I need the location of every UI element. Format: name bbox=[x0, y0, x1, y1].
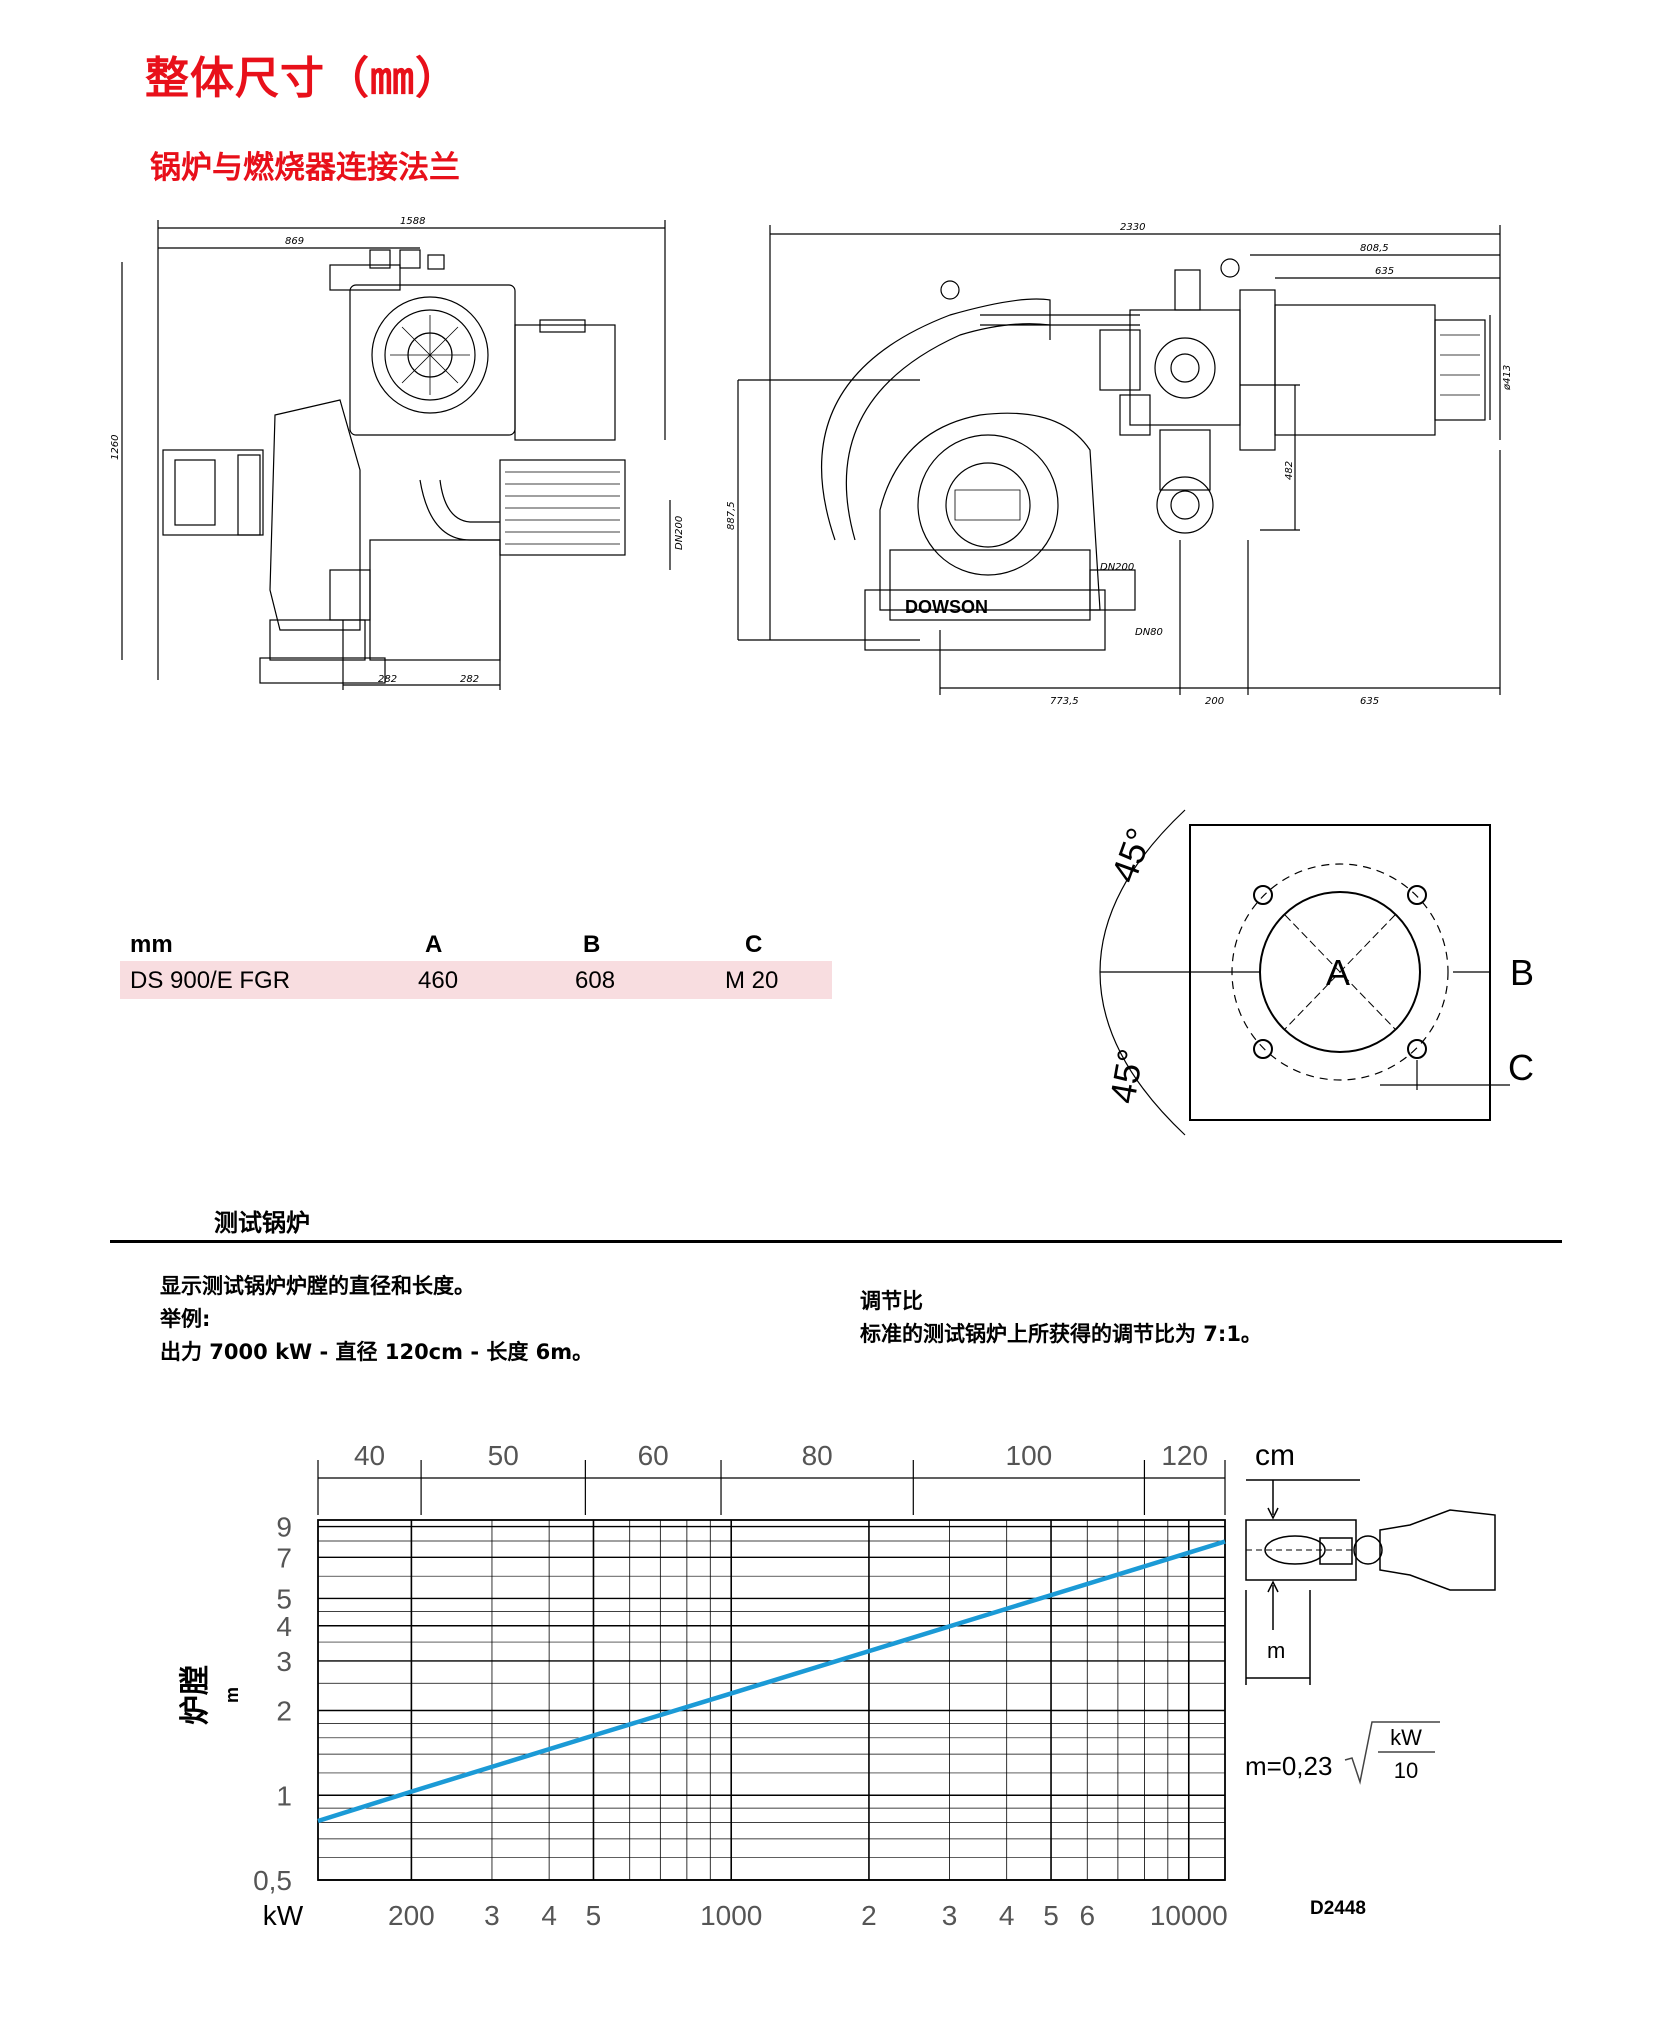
dim-bottom-a: 773,5 bbox=[1050, 696, 1079, 707]
x-tick-label: 2 bbox=[861, 1900, 877, 1931]
table-row: DS 900/E FGR 460 608 M 20 bbox=[120, 961, 832, 999]
table-header: mm bbox=[130, 931, 173, 958]
front-view-drawing: 2330 808,5 635 887,5 482 ø413 DN200 DN80… bbox=[726, 222, 1513, 707]
table-header: B bbox=[583, 931, 601, 958]
sketch-unit-m: m bbox=[1267, 1638, 1285, 1663]
x-tick-label: 6 bbox=[1079, 1900, 1095, 1931]
x-tick-label: 4 bbox=[541, 1900, 557, 1931]
section-title: 测试锅炉 bbox=[214, 1209, 310, 1237]
top-axis-label: 100 bbox=[1006, 1440, 1053, 1471]
regulation-title: 调节比 bbox=[860, 1289, 923, 1313]
description-line: 显示测试锅炉炉膛的直径和长度。 bbox=[160, 1274, 475, 1298]
side-view-drawing: 1588 869 1260 282 282 DN200 bbox=[110, 216, 685, 690]
dim-pipe: DN200 bbox=[674, 516, 685, 550]
table-header-row: mm A B C bbox=[120, 925, 832, 961]
y-tick-label: 7 bbox=[276, 1542, 292, 1573]
dim-pipe-gas: DN200 bbox=[1100, 562, 1134, 573]
dim-right-length: 808,5 bbox=[1360, 243, 1389, 254]
chart-series bbox=[317, 1539, 1226, 1824]
table-cell-b: 608 bbox=[575, 967, 616, 994]
chart-x-unit: kW bbox=[263, 1900, 304, 1931]
example-text: 出力 7000 kW - 直径 120cm - 长度 6m。 bbox=[160, 1340, 594, 1364]
dim-half-width: 869 bbox=[285, 236, 304, 247]
dim-offset-right: 282 bbox=[460, 674, 479, 685]
y-tick-label: 3 bbox=[276, 1646, 292, 1677]
description-block: 显示测试锅炉炉膛的直径和长度。 举例: 出力 7000 kW - 直径 120c… bbox=[160, 1270, 593, 1369]
table-header: C bbox=[745, 931, 763, 958]
dim-total-width: 1588 bbox=[400, 216, 425, 227]
chart-y-unit: m bbox=[222, 1687, 242, 1703]
dim-right-inner: 635 bbox=[1375, 266, 1394, 277]
chart-y-label: 炉膛 bbox=[179, 1665, 212, 1725]
spec-table: mm A B C DS 900/E FGR 460 608 M 20 bbox=[120, 925, 832, 999]
x-tick-label: 200 bbox=[388, 1900, 435, 1931]
table-header: A bbox=[425, 931, 443, 958]
formula: m=0,23 bbox=[1245, 1751, 1332, 1781]
formula-numerator: kW bbox=[1390, 1725, 1422, 1750]
divider bbox=[110, 1240, 1562, 1243]
dim-flange-height: 482 bbox=[1284, 461, 1295, 480]
series-line bbox=[317, 1539, 1226, 1824]
x-tick-label: 5 bbox=[586, 1900, 602, 1931]
y-tick-label: 9 bbox=[276, 1512, 292, 1543]
top-axis-label: 60 bbox=[638, 1440, 669, 1471]
x-tick-label: 5 bbox=[1043, 1900, 1059, 1931]
dim-pipe-small: DN80 bbox=[1135, 627, 1163, 638]
table-cell-model: DS 900/E FGR bbox=[130, 967, 291, 994]
formula-denominator: 10 bbox=[1394, 1758, 1418, 1783]
formula-root-sign bbox=[1344, 1721, 1440, 1785]
dim-front-height: 887,5 bbox=[726, 501, 737, 530]
x-tick-label: 4 bbox=[999, 1900, 1015, 1931]
y-tick-label: 4 bbox=[276, 1611, 292, 1642]
top-axis-label: 50 bbox=[488, 1440, 519, 1471]
example-label: 举例: bbox=[160, 1307, 211, 1331]
chart-top-unit: cm bbox=[1255, 1439, 1295, 1472]
flange-drawing: 45° 45° A B C bbox=[1099, 809, 1534, 1136]
chart-y-axis: 0,5 1 2 3 45 79 bbox=[253, 1512, 292, 1896]
y-tick-label: 1 bbox=[276, 1780, 292, 1811]
top-axis-label: 80 bbox=[802, 1440, 833, 1471]
dim-diameter: ø413 bbox=[1502, 365, 1513, 391]
x-tick-label: 10000 bbox=[1150, 1900, 1228, 1931]
combustion-sketch bbox=[1245, 1479, 1496, 1685]
page-title: 整体尺寸（㎜） bbox=[145, 53, 460, 104]
table-cell-c: M 20 bbox=[725, 967, 779, 994]
chart-frame bbox=[317, 1519, 1226, 1881]
table-cell-a: 460 bbox=[418, 967, 459, 994]
flange-label-c: C bbox=[1508, 1047, 1534, 1088]
dim-total-length: 2330 bbox=[1120, 222, 1145, 233]
flange-angle-top: 45° bbox=[1103, 823, 1160, 888]
page-subtitle: 锅炉与燃烧器连接法兰 bbox=[150, 150, 460, 186]
x-tick-label: 1000 bbox=[700, 1900, 762, 1931]
flange-label-b: B bbox=[1510, 952, 1534, 993]
regulation-text: 标准的测试锅炉上所获得的调节比为 7:1。 bbox=[860, 1322, 1262, 1346]
top-axis-label: 120 bbox=[1161, 1440, 1208, 1471]
chart-grid bbox=[317, 1519, 1226, 1881]
dim-bottom-b: 200 bbox=[1205, 696, 1224, 707]
dim-bottom-c: 635 bbox=[1360, 696, 1379, 707]
y-tick-label: 2 bbox=[276, 1696, 292, 1727]
y-tick-label: 5 bbox=[276, 1583, 292, 1614]
chart-top-axis: 40 50 60 80 100 120 bbox=[317, 1440, 1226, 1515]
dim-offset-left: 282 bbox=[378, 674, 397, 685]
y-tick-label: 0,5 bbox=[253, 1865, 292, 1896]
flange-label-a: A bbox=[1326, 952, 1350, 993]
dim-height: 1260 bbox=[110, 435, 121, 460]
regulation-block: 调节比 标准的测试锅炉上所获得的调节比为 7:1。 bbox=[860, 1285, 1262, 1351]
drawing-code: D2448 bbox=[1310, 1898, 1366, 1919]
top-axis-label: 40 bbox=[354, 1440, 385, 1471]
x-tick-label: 3 bbox=[942, 1900, 958, 1931]
x-tick-label: 3 bbox=[484, 1900, 500, 1931]
brand-label: DOWSON bbox=[905, 597, 988, 617]
flange-angle-bottom: 45° bbox=[1102, 1046, 1152, 1107]
